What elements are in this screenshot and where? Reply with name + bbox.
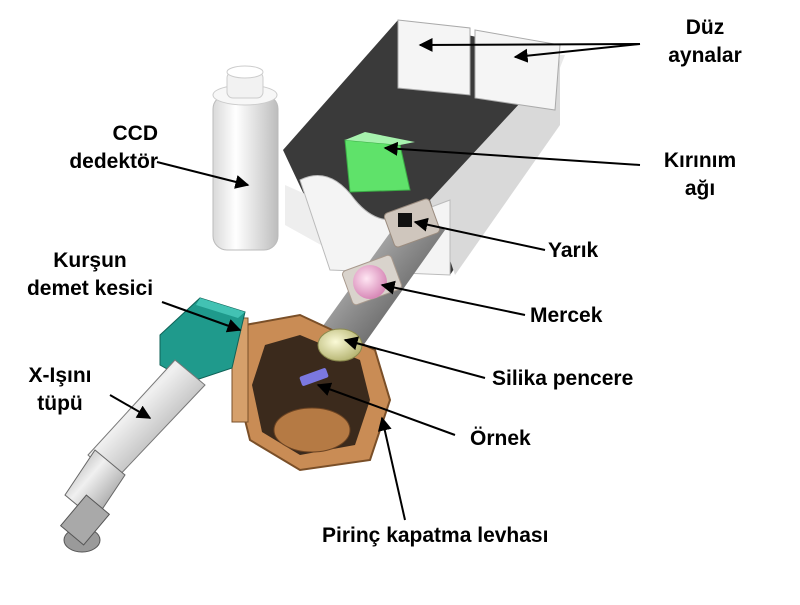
arrow-silika bbox=[343, 336, 486, 379]
arrow-yarik bbox=[413, 217, 546, 251]
xray-tube bbox=[59, 359, 206, 553]
label-yarik: Yarık bbox=[548, 239, 599, 262]
label-kursun-line1: Kurşun bbox=[53, 249, 127, 272]
arrow-ccd bbox=[156, 161, 250, 189]
label-ccd-dedektor: CCD dedektör bbox=[40, 120, 158, 176]
label-kursun-demet-kesici: Kurşun demet kesici bbox=[10, 247, 170, 303]
label-xray-line1: X-Işını bbox=[28, 364, 92, 387]
arrow-kursun bbox=[161, 301, 242, 333]
lead-beam-stop bbox=[159, 297, 246, 383]
label-ornek: Örnek bbox=[470, 427, 531, 450]
label-xray-line2: tüpü bbox=[37, 392, 83, 415]
label-pirinc-kapatma-levhasi: Pirinç kapatma levhası bbox=[322, 524, 549, 547]
label-kirinim-agi: Kırınım ağı bbox=[640, 147, 760, 203]
label-silika-pencere: Silika pencere bbox=[492, 367, 634, 390]
optical-arm bbox=[320, 198, 445, 350]
label-kirinim-line1: Kırınım bbox=[663, 149, 737, 172]
label-ccd-line2: dedektör bbox=[69, 150, 158, 173]
arrow-ornek bbox=[316, 382, 456, 436]
label-kursun-line2: demet kesici bbox=[26, 277, 154, 300]
sample-chamber bbox=[231, 313, 392, 472]
arrow-duz-aynalar-2 bbox=[513, 43, 641, 63]
arrow-mercek bbox=[380, 280, 526, 316]
arrow-duz-aynalar-1 bbox=[418, 37, 641, 52]
leader-lines bbox=[109, 37, 641, 521]
spectrometer-housing bbox=[283, 19, 565, 276]
label-xray-tupu: X-Işını tüpü bbox=[10, 362, 110, 418]
label-mercek: Mercek bbox=[530, 304, 603, 327]
arrow-kirinim bbox=[383, 141, 641, 166]
arrow-xray bbox=[109, 394, 152, 419]
arrow-pirinc bbox=[377, 416, 406, 521]
ccd-detector bbox=[212, 65, 279, 251]
label-kirinim-line2: ağı bbox=[684, 177, 716, 200]
label-ccd-line1: CCD bbox=[112, 122, 159, 145]
label-duz-aynalar-line1: Düz bbox=[685, 16, 725, 39]
label-duz-aynalar: Düz aynalar bbox=[650, 14, 760, 70]
label-duz-aynalar-line2: aynalar bbox=[668, 44, 742, 67]
